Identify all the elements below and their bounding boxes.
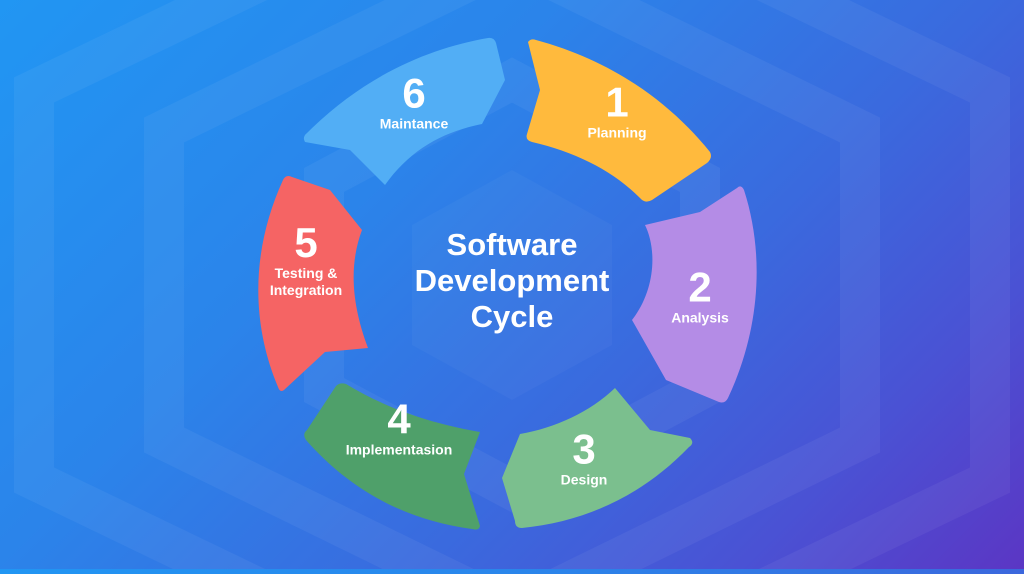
stage-name-line2: Integration [269, 282, 343, 298]
title-line-2: Development [414, 263, 610, 298]
stage-number: 5 [294, 219, 318, 266]
stage-number: 4 [387, 395, 411, 443]
stage-design-label: 3 Design [560, 425, 608, 489]
segment-design[interactable] [502, 388, 693, 528]
stage-testing-label: 5 Testing & Integration [270, 221, 342, 299]
stage-analysis-label: 2 Analysis [671, 263, 729, 327]
stage-name: Maintance [379, 115, 449, 132]
stage-name: Implementasion [345, 441, 453, 458]
segment-analysis[interactable] [632, 186, 757, 403]
stage-number: 6 [402, 69, 426, 117]
segment-maintenance[interactable] [303, 37, 505, 185]
stage-name: Design [560, 471, 608, 488]
stage-number: 3 [572, 425, 596, 473]
stage-name: Planning [587, 124, 647, 141]
segment-planning[interactable] [526, 39, 711, 202]
segment-implementation[interactable] [304, 383, 480, 530]
segment-testing[interactable] [258, 176, 368, 391]
title-line-3: Cycle [470, 299, 554, 334]
stage-number: 1 [605, 78, 629, 126]
stage-number: 2 [688, 263, 712, 311]
stage-maintenance-label: 6 Maintance [379, 69, 449, 133]
title-line-1: Software [446, 227, 578, 262]
stage-name: Testing & [274, 265, 338, 281]
stage-planning-label: 1 Planning [587, 78, 647, 142]
stage-name: Analysis [671, 309, 729, 326]
stage-implementation-label: 4 Implementasion [345, 395, 453, 459]
diagram-title: Software Development Cycle [415, 227, 610, 335]
